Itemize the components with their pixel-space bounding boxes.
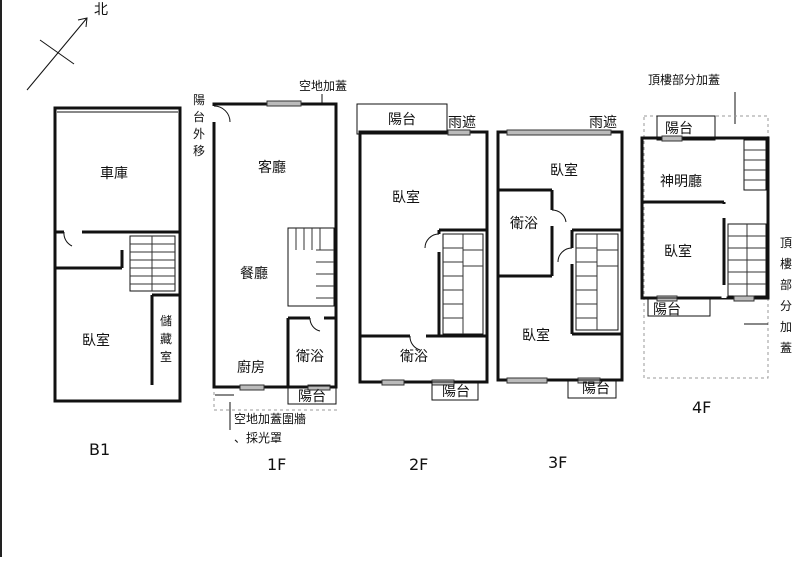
floor-2f: 陽台 雨遮 臥室 衛浴 陽台 2F [356, 103, 489, 474]
1f-balcony [287, 385, 337, 405]
1f-stairs [287, 227, 335, 307]
4f-bottom-balcony [647, 297, 711, 317]
b1-door-swing [63, 231, 73, 247]
3f-balcony-label: 陽台 [582, 381, 610, 397]
compass-crossbar [39, 39, 75, 65]
1f-dining-label: 餐廳 [240, 265, 268, 282]
2f-bath-label: 衛浴 [400, 349, 428, 365]
2f-bedroom-label: 臥室 [392, 189, 420, 206]
1f-balcony-label: 陽台 [298, 389, 326, 405]
3f-bedroom-bottom-label: 臥室 [522, 327, 550, 344]
2f-top-balcony [356, 103, 448, 135]
4f-bedroom-label: 臥室 [664, 243, 692, 260]
1f-note-side: 陽台外移 [193, 93, 205, 158]
floor-4f: 頂樓部分加蓋 陽台 神明廳 臥室 陽台 頂樓部分加蓋 4F [640, 72, 792, 417]
1f-front-door-swing [213, 105, 231, 123]
1f-note-bottom-1: 空地加蓋圍牆 [234, 411, 306, 426]
4f-stairs-lower [727, 223, 767, 297]
b1-storage-label: 儲藏室 [160, 314, 172, 364]
4f-addition-outline [643, 115, 769, 379]
4f-balcony-top-label: 陽台 [665, 121, 693, 137]
b1-garage-label: 車庫 [100, 165, 128, 182]
4f-note-top: 頂樓部分加蓋 [648, 72, 720, 87]
4f-floor-label: 4F [692, 398, 711, 417]
1f-floor-label: 1F [267, 455, 286, 474]
1f-note-top: 空地加蓋 [299, 79, 347, 93]
2f-balcony-top-label: 陽台 [388, 112, 416, 128]
floor-3f: 雨遮 臥室 衛浴 臥室 陽台 3F [496, 115, 624, 472]
4f-outer-wall [640, 136, 770, 300]
1f-top-window [266, 100, 302, 107]
2f-stairs [442, 233, 484, 335]
1f-kitchen-label: 廚房 [237, 359, 265, 376]
1f-bath-label: 衛浴 [296, 349, 324, 365]
4f-top-balcony [656, 115, 716, 141]
2f-outer-wall [358, 130, 489, 384]
1f-outer-wall [212, 102, 338, 389]
4f-note-side: 頂樓部分加蓋 [780, 236, 792, 355]
b1-floor-label: B1 [89, 440, 110, 459]
2f-balcony-bottom-label: 陽台 [442, 384, 470, 400]
2f-floor-label: 2F [409, 455, 428, 474]
4f-stairs-upper [743, 139, 767, 191]
floor-b1: 車庫 臥室 儲藏室 B1 [53, 106, 182, 459]
3f-awning-label: 雨遮 [589, 115, 617, 131]
3f-stairs [575, 233, 619, 331]
2f-awning-label: 雨遮 [448, 115, 476, 131]
floor-1f: 空地加蓋 陽台外移 客廳 餐廳 廚房 衛浴 陽台 空地加蓋圍牆 、採光罩 1F [193, 79, 347, 474]
b1-bedroom-label: 臥室 [82, 332, 110, 349]
compass-arrow [26, 17, 88, 91]
2f-bottom-balcony [431, 381, 479, 401]
4f-shrine-label: 神明廳 [660, 173, 702, 190]
3f-balcony [567, 379, 617, 399]
3f-bath-label: 衛浴 [510, 216, 538, 232]
4f-balcony-bottom-label: 陽台 [653, 302, 681, 318]
compass: 北 [26, 2, 108, 91]
b1-outer-wall [53, 106, 182, 403]
b1-stairs [129, 235, 176, 292]
3f-bedroom-top-label: 臥室 [550, 162, 578, 179]
1f-living-label: 客廳 [258, 159, 286, 176]
1f-note-bottom-2: 、採光罩 [234, 431, 282, 445]
compass-north-label: 北 [94, 2, 108, 18]
3f-floor-label: 3F [548, 453, 567, 472]
